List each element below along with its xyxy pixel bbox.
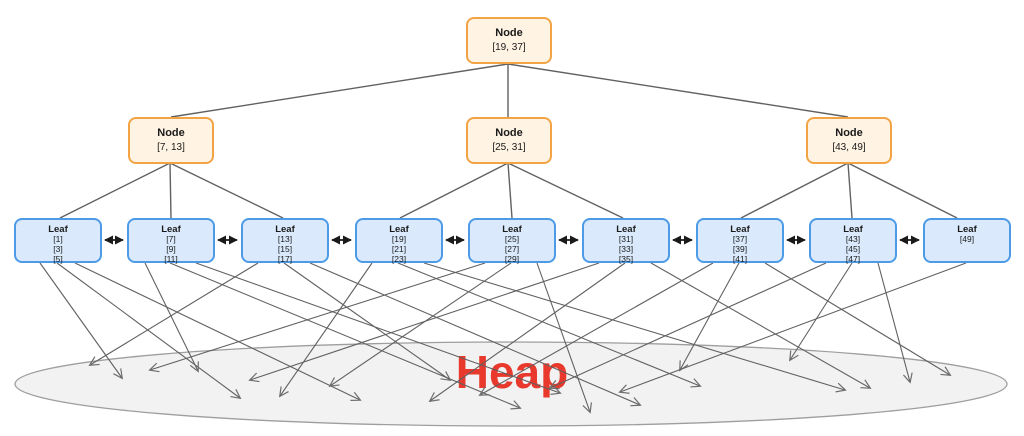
- internal-node-range: [7, 13]: [157, 142, 185, 153]
- leaf-title: Leaf: [843, 224, 863, 235]
- leaf-node-5: Leaf [25] [27] [29]: [468, 218, 556, 263]
- leaf-title: Leaf: [389, 224, 409, 235]
- internal-node-title: Node: [835, 127, 863, 139]
- internal-node-range: [25, 31]: [492, 142, 526, 153]
- leaf-value: [15]: [277, 243, 293, 254]
- leaf-value: [39]: [732, 243, 748, 254]
- leaf-node-6: Leaf [31] [33] [35]: [582, 218, 670, 263]
- leaf-value: [47]: [845, 253, 861, 264]
- leaf-value: [19]: [391, 234, 407, 244]
- leaf-value: [925, 245, 1009, 255]
- internal-node-title: Node: [157, 127, 185, 139]
- leaf-value: [3]: [53, 243, 63, 254]
- leaf-node-2: Leaf [7] [9] [11]: [127, 218, 215, 263]
- leaf-title: Leaf: [161, 224, 181, 235]
- leaf-title: Leaf: [957, 224, 977, 235]
- leaf-node-1: Leaf [1] [3] [5]: [14, 218, 102, 263]
- leaf-to-heap-arrows: [39, 262, 967, 412]
- leaf-value: [25]: [504, 234, 520, 244]
- leaf-value: [27]: [504, 243, 520, 254]
- leaf-title: Leaf: [48, 224, 68, 235]
- leaf-title: Leaf: [730, 224, 750, 235]
- leaf-value: [35]: [618, 253, 634, 264]
- leaf-value: [1]: [53, 234, 63, 244]
- node-to-leaf-edges: [59, 162, 958, 219]
- leaf-value: [29]: [504, 253, 520, 264]
- internal-node-range: [43, 49]: [832, 142, 866, 153]
- internal-node-1: Node [7, 13]: [128, 117, 214, 164]
- leaf-value: [925, 255, 1009, 265]
- leaf-node-7: Leaf [37] [39] [41]: [696, 218, 784, 263]
- leaf-title: Leaf: [616, 224, 636, 235]
- leaf-value: [41]: [732, 253, 748, 264]
- leaf-value: [11]: [164, 253, 178, 264]
- leaf-value: [31]: [618, 234, 634, 244]
- root-node: Node [19, 37]: [466, 17, 552, 64]
- leaf-value: [17]: [277, 253, 293, 264]
- heap-ellipse: [14, 341, 1008, 427]
- leaf-value: [21]: [391, 243, 407, 254]
- leaf-value: [7]: [166, 234, 176, 244]
- root-node-range: [19, 37]: [492, 42, 526, 53]
- leaf-node-8: Leaf [43] [45] [47]: [809, 218, 897, 263]
- leaf-node-4: Leaf [19] [21] [23]: [355, 218, 443, 263]
- internal-node-3: Node [43, 49]: [806, 117, 892, 164]
- leaf-value: [5]: [53, 253, 63, 264]
- leaf-value: [23]: [391, 253, 407, 264]
- internal-node-2: Node [25, 31]: [466, 117, 552, 164]
- leaf-node-9: Leaf [49]: [923, 218, 1011, 263]
- leaf-value: [33]: [618, 243, 634, 254]
- leaf-value: [49]: [959, 234, 975, 244]
- leaf-value: [43]: [845, 234, 861, 244]
- leaf-value: [9]: [166, 243, 176, 254]
- root-node-title: Node: [495, 27, 523, 39]
- internal-node-title: Node: [495, 127, 523, 139]
- leaf-node-3: Leaf [13] [15] [17]: [241, 218, 329, 263]
- leaf-title: Leaf: [502, 224, 522, 235]
- leaf-value: [13]: [277, 234, 293, 244]
- leaf-value: [45]: [845, 243, 861, 254]
- root-to-node-edges: [170, 63, 849, 118]
- leaf-value: [37]: [732, 234, 748, 244]
- leaf-title: Leaf: [275, 224, 295, 235]
